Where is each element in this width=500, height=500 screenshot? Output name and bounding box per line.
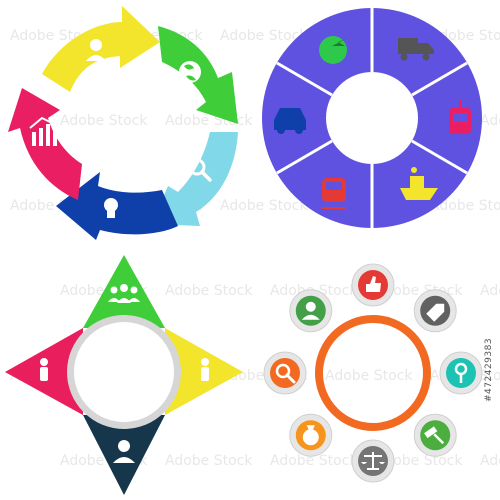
image-id-watermark: #472429383: [484, 337, 494, 403]
bubble-money-bag: [289, 413, 333, 457]
stock-watermark-text: Adobe Stock: [220, 198, 308, 214]
key-icon: [454, 362, 468, 383]
stock-watermark-text: Adobe Stock: [480, 283, 500, 299]
gavel-icon: [424, 426, 445, 445]
train-icon: [322, 178, 346, 209]
person-icon: [201, 358, 209, 381]
growth-chart-icon: [29, 111, 63, 146]
stock-watermark-text: Adobe Stock: [60, 113, 148, 129]
bubble-magnifier: [263, 351, 307, 395]
bubble-person: [289, 289, 333, 333]
stock-watermark-text: Adobe Stock: [220, 28, 308, 44]
stock-watermark-text: Adobe Stock: [480, 453, 500, 469]
bubble-price-tag: [413, 289, 457, 333]
team-icon: [108, 284, 140, 303]
person-icon: [40, 358, 48, 381]
thumbs-up-icon: [366, 276, 381, 292]
lightbulb-icon: [104, 198, 118, 218]
bubble-scales: [351, 439, 395, 483]
price-tag-icon: [426, 303, 445, 322]
scales-icon: [361, 452, 385, 470]
ship-icon: [400, 167, 438, 200]
transport-ring-diagram: [262, 8, 482, 228]
arrow-segment-pink: [8, 88, 82, 200]
cycle-arrows-diagram: [8, 6, 238, 240]
money-bag-icon: [302, 425, 319, 446]
stock-watermark-text: Adobe Stock: [270, 453, 358, 469]
stock-watermark-text: Adobe Stock: [165, 283, 253, 299]
bubble-key: [439, 351, 483, 395]
compass-point-bottom: [83, 415, 165, 495]
globe-icon: [179, 61, 201, 83]
tram-icon: [449, 100, 471, 134]
stock-watermark-text: Adobe Stock: [165, 453, 253, 469]
ring-hole: [326, 72, 418, 164]
stock-watermark-text: Adobe Stock: [430, 198, 500, 214]
stock-watermark-text: Adobe Stock: [165, 113, 253, 129]
car-icon: [274, 108, 306, 134]
compass-star-diagram: [5, 255, 243, 495]
stock-watermark-text: Adobe Stock: [375, 453, 463, 469]
arrow-segment-cyan: [152, 132, 238, 226]
stock-watermark-text: Adobe Stock: [325, 368, 413, 384]
ring-dividers: [276, 8, 468, 228]
person-icon: [301, 301, 320, 320]
compass-center: [74, 322, 174, 422]
arrow-segment-yellow: [42, 6, 160, 92]
magnifier-icon: [275, 363, 296, 384]
person-icon: [113, 440, 135, 463]
bubble-thumbs-up: [351, 263, 395, 307]
center-ring: [315, 315, 431, 431]
person-icon: [86, 39, 106, 61]
bubble-gavel: [413, 413, 457, 457]
bubble-ring-diagram: [263, 263, 483, 483]
globe-plane-icon: [319, 36, 348, 64]
magnifier-icon: [188, 158, 212, 182]
stock-watermark-text: Adobe Stock: [480, 113, 500, 129]
truck-icon: [398, 38, 434, 61]
bubble-fill: [270, 358, 300, 388]
